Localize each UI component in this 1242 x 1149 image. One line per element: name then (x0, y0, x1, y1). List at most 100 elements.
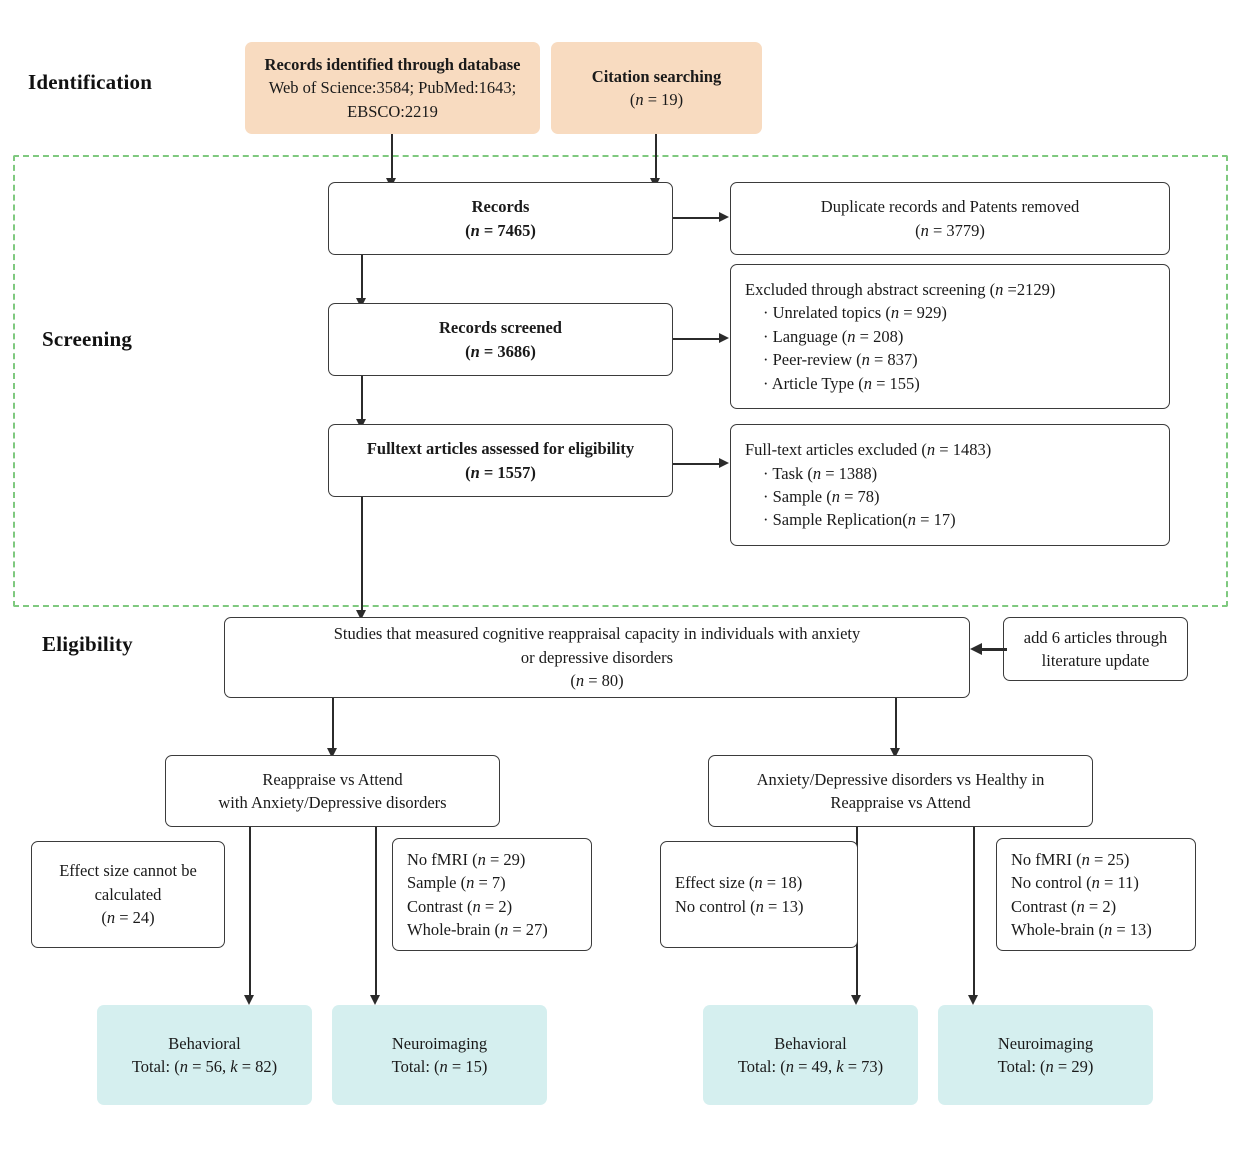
right-excl-a-item-1: No control (n = 13) (675, 896, 804, 916)
right-excl-b-item-3: Whole-brain (n = 13) (1011, 919, 1152, 939)
branch-left-line1: Reappraise vs Attend (262, 769, 403, 789)
fulltext-excluded-header: Full-text articles excluded (n = 1483) (745, 440, 992, 460)
branch-right-line2: Reappraise vs Attend (830, 793, 971, 812)
connector-fulltext-to-included (361, 497, 363, 616)
included-count: (n = 80) (570, 671, 624, 691)
fulltext-assessed-title: Fulltext articles assessed for eligibili… (366, 439, 635, 459)
left-excl-b-item-0: No fMRI (n = 29) (407, 849, 526, 869)
stage-label-eligibility: Eligibility (42, 632, 133, 656)
node-branch-left-title: Reappraise vs Attend with Anxiety/Depres… (165, 755, 500, 827)
left-neuroimaging-title: Neuroimaging (391, 1033, 488, 1053)
arrowhead-included-to-right-branch (890, 748, 900, 758)
left-excl-b-item-3: Whole-brain (n = 27) (407, 919, 548, 939)
connector-included-to-left-branch (332, 698, 334, 753)
right-excl-a-item-0: Effect size (n = 18) (675, 873, 803, 893)
left-behavioral-total: Total: (n = 56, k = 82) (131, 1057, 278, 1076)
db-title: Records identified through database (264, 54, 521, 74)
update-line2: literature update (1041, 651, 1150, 670)
arrowhead-records-to-duplicates (719, 212, 729, 222)
node-records: Records (n = 7465) (328, 182, 673, 255)
connector-db-to-records (391, 134, 393, 182)
duplicates-title: Duplicate records and Patents removed (820, 197, 1080, 217)
right-behavioral-title: Behavioral (774, 1033, 847, 1053)
included-line2: or depressive disorders (520, 647, 674, 667)
right-behavioral-total: Total: (n = 49, k = 73) (737, 1057, 884, 1076)
left-neuroimaging-total: Total: (n = 15) (391, 1057, 488, 1076)
arrowhead-right-neuroimaging (968, 995, 978, 1005)
included-line1: Studies that measured cognitive reapprai… (333, 624, 861, 644)
connector-records-to-duplicates (673, 217, 720, 219)
branch-right-line1: Anxiety/Depressive disorders vs Healthy … (756, 769, 1045, 789)
node-branch-right-title: Anxiety/Depressive disorders vs Healthy … (708, 755, 1093, 827)
arrowhead-left-behavioral (244, 995, 254, 1005)
node-records-screened: Records screened (n = 3686) (328, 303, 673, 376)
screening-region-outline (13, 155, 1228, 607)
records-count: (n = 7465) (465, 220, 536, 240)
abstract-excluded-item-1: · Language (n = 208) (763, 326, 904, 346)
left-excl-b-item-2: Contrast (n = 2) (407, 896, 513, 916)
node-duplicates-removed: Duplicate records and Patents removed (n… (730, 182, 1170, 255)
right-neuroimaging-title: Neuroimaging (997, 1033, 1094, 1053)
connector-included-to-right-branch (895, 698, 897, 753)
connector-fulltext-to-excluded (673, 463, 720, 465)
arrowhead-right-behavioral (851, 995, 861, 1005)
db-line2: Web of Science:3584; PubMed:1643; (268, 78, 517, 98)
records-title: Records (471, 197, 530, 217)
node-right-exclusion-effect-size: Effect size (n = 18) No control (n = 13) (660, 841, 858, 948)
connector-right-neuroimaging (973, 827, 975, 1000)
arrowhead-left-neuroimaging (370, 995, 380, 1005)
duplicates-count: (n = 3779) (915, 220, 985, 240)
node-records-identified-database: Records identified through database Web … (245, 42, 540, 134)
right-neuroimaging-total: Total: (n = 29) (997, 1057, 1094, 1076)
connector-update-to-included (982, 648, 1007, 651)
arrowhead-fulltext-to-excluded (719, 458, 729, 468)
connector-left-behavioral (249, 827, 251, 1000)
branch-left-line2: with Anxiety/Depressive disorders (218, 793, 447, 812)
node-citation-searching: Citation searching (n = 19) (551, 42, 762, 134)
left-excl-b-item-1: Sample (n = 7) (407, 873, 506, 893)
connector-left-neuroimaging (375, 827, 377, 1000)
stage-label-screening: Screening (42, 327, 133, 351)
node-left-exclusion-effect-size: Effect size cannot be calculated (n = 24… (31, 841, 225, 948)
left-excl-a-line1: calculated (94, 884, 162, 904)
left-excl-a-line0: Effect size cannot be (59, 861, 197, 881)
right-excl-b-item-1: No control (n = 11) (1011, 873, 1139, 893)
update-line1: add 6 articles through (1023, 627, 1168, 647)
abstract-excluded-item-3: · Article Type (n = 155) (763, 373, 920, 393)
arrowhead-fulltext-to-included (356, 610, 366, 620)
abstract-excluded-header: Excluded through abstract screening (n =… (745, 279, 1056, 299)
node-fulltext-assessed: Fulltext articles assessed for eligibili… (328, 424, 673, 497)
right-excl-b-item-0: No fMRI (n = 25) (1011, 849, 1130, 869)
records-screened-count: (n = 3686) (465, 341, 536, 361)
node-literature-update: add 6 articles through literature update (1003, 617, 1188, 681)
fulltext-excluded-item-1: · Sample (n = 78) (763, 487, 880, 506)
node-outcome-right-behavioral: Behavioral Total: (n = 49, k = 73) (703, 1005, 918, 1105)
node-abstract-excluded: Excluded through abstract screening (n =… (730, 264, 1170, 409)
arrowhead-screened-to-abstract-excluded (719, 333, 729, 343)
node-studies-included: Studies that measured cognitive reapprai… (224, 617, 970, 698)
records-screened-title: Records screened (439, 318, 562, 338)
arrowhead-included-to-left-branch (327, 748, 337, 758)
connector-citation-to-records (655, 134, 657, 182)
node-right-exclusion-neuroimaging: No fMRI (n = 25) No control (n = 11) Con… (996, 838, 1196, 951)
connector-screened-to-fulltext (361, 376, 363, 424)
node-fulltext-excluded: Full-text articles excluded (n = 1483) ·… (730, 424, 1170, 546)
left-excl-a-line2: (n = 24) (101, 908, 155, 928)
right-excl-b-item-2: Contrast (n = 2) (1011, 896, 1117, 916)
node-outcome-right-neuroimaging: Neuroimaging Total: (n = 29) (938, 1005, 1153, 1105)
abstract-excluded-item-0: · Unrelated topics (n = 929) (763, 303, 947, 323)
db-line3: EBSCO:2219 (347, 101, 438, 121)
stage-label-identification: Identification (28, 70, 153, 94)
fulltext-assessed-count: (n = 1557) (465, 462, 536, 482)
node-outcome-left-neuroimaging: Neuroimaging Total: (n = 15) (332, 1005, 547, 1105)
arrowhead-update-to-included (970, 643, 982, 655)
node-left-exclusion-neuroimaging: No fMRI (n = 29) Sample (n = 7) Contrast… (392, 838, 592, 951)
node-outcome-left-behavioral: Behavioral Total: (n = 56, k = 82) (97, 1005, 312, 1105)
connector-screened-to-abstract-excluded (673, 338, 720, 340)
connector-records-to-screened (361, 255, 363, 303)
left-behavioral-title: Behavioral (168, 1033, 241, 1053)
abstract-excluded-item-2: · Peer-review (n = 837) (763, 350, 918, 370)
citation-title: Citation searching (591, 66, 722, 86)
citation-count: (n = 19) (629, 90, 684, 109)
